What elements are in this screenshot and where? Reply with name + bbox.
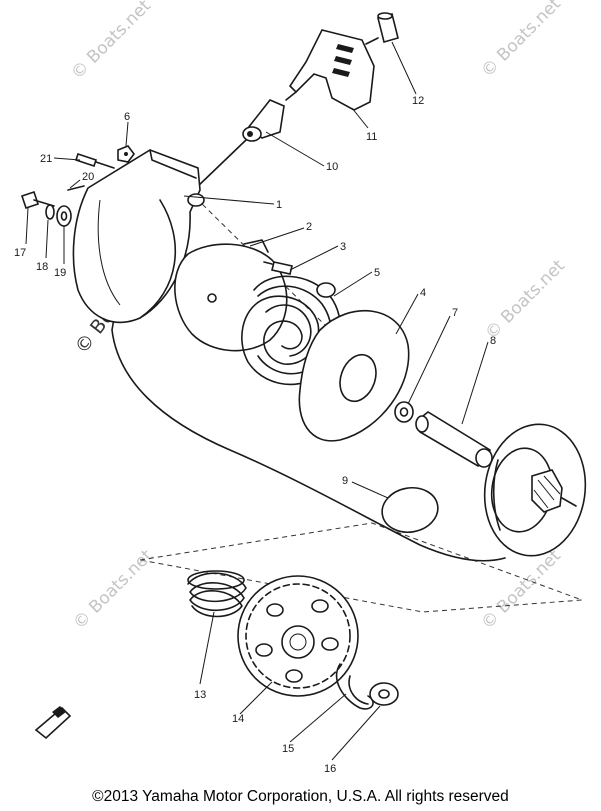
label-5: 5: [374, 267, 380, 279]
part-20-pin: [67, 185, 85, 191]
label-13: 13: [194, 689, 206, 701]
watermark-mid-right: © Boats.net: [481, 256, 569, 344]
label-10: 10: [326, 161, 338, 173]
label-9: 9: [342, 475, 348, 487]
label-16: 16: [324, 763, 336, 775]
watermark-top-left: © Boats.net: [67, 0, 155, 84]
part-6-nut: [117, 145, 135, 163]
part-9-rope-loop: [381, 486, 439, 534]
watermark-bottom-right: © Boats.net: [477, 546, 565, 634]
part-number-labels: 1 2 3 4 5 6 7 8 9 10 11 12 13 14 15 16 1…: [14, 95, 496, 775]
label-20: 20: [82, 171, 94, 183]
part-15-clip: [335, 663, 374, 710]
label-8: 8: [490, 335, 496, 347]
part-12-handle-pin: [365, 12, 399, 45]
part-14-sprocket: [237, 575, 359, 697]
front-direction-icon: [34, 706, 72, 740]
label-2: 2: [306, 221, 312, 233]
part-18-lock-washer: [45, 204, 55, 220]
part-8-shaft: [415, 411, 493, 468]
part-10-cable-guide: [242, 99, 285, 142]
part-13-coil-spring: [187, 570, 247, 618]
label-3: 3: [340, 241, 346, 253]
label-6: 6: [124, 111, 130, 123]
part-16-washer: [369, 682, 399, 706]
label-21: 21: [40, 153, 52, 165]
label-11: 11: [366, 131, 377, 143]
part-4-friction-plate: [298, 309, 410, 442]
part-2-spring-cover: [174, 239, 288, 352]
label-17: 17: [14, 247, 26, 259]
watermark-top-right: © Boats.net: [477, 0, 565, 82]
label-12: 12: [412, 95, 424, 107]
part-19-washer: [56, 205, 72, 227]
part-7-collar: [394, 401, 414, 423]
leader-lines: [25, 41, 489, 761]
label-19: 19: [54, 267, 66, 279]
label-14: 14: [232, 713, 244, 725]
part-5-screw: [263, 261, 293, 275]
part-11-starter-handle: [285, 29, 375, 111]
part-21-bolt: [74, 152, 115, 169]
label-1: 1: [276, 199, 282, 211]
label-18: 18: [36, 261, 48, 273]
rope-pulley-drum: [483, 423, 587, 557]
label-4: 4: [420, 287, 426, 299]
label-15: 15: [282, 743, 294, 755]
label-7: 7: [452, 307, 458, 319]
copyright-notice: ©2013 Yamaha Motor Corporation, U.S.A. A…: [92, 788, 509, 805]
